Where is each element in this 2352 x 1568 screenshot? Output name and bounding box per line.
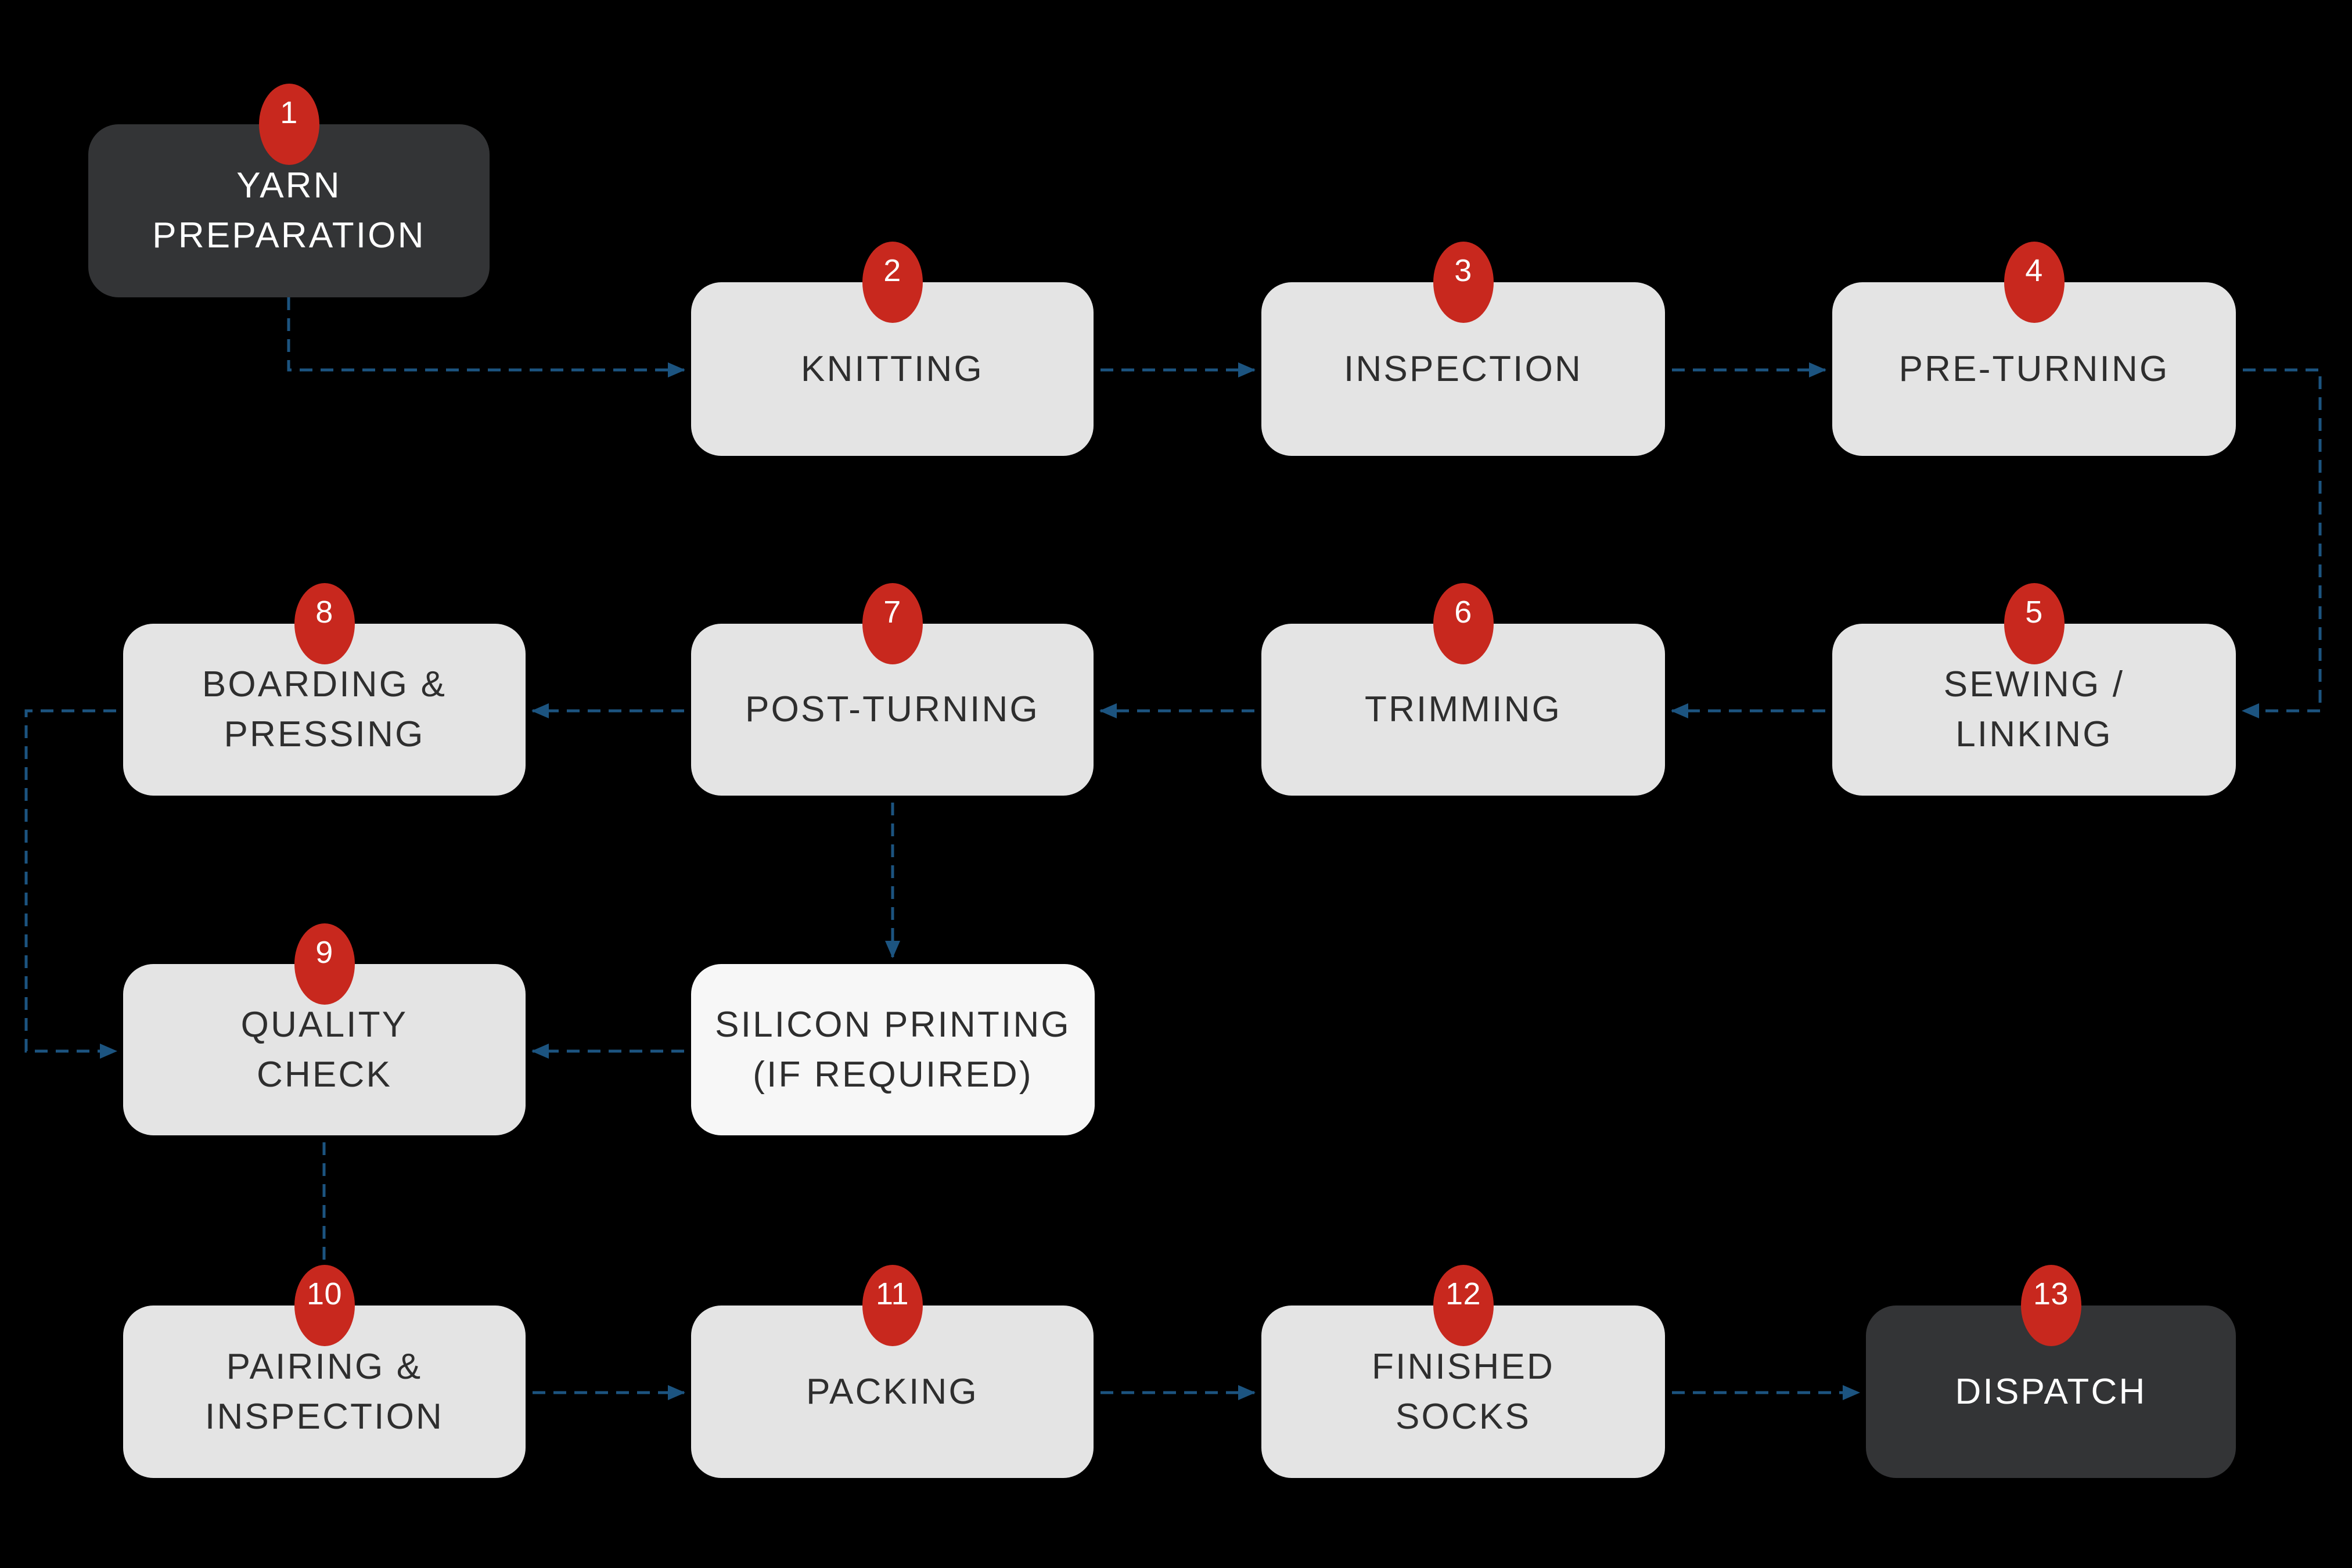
step-number-text: 13	[2033, 1276, 2069, 1311]
step-number-badge-finished-socks: 12	[1433, 1265, 1494, 1346]
step-number-badge-knitting: 2	[862, 242, 923, 323]
process-node-yarn-preparation[interactable]: YARN PREPARATION	[88, 124, 490, 297]
step-number-badge-dispatch: 13	[2020, 1265, 2081, 1346]
process-node-label: FINISHED SOCKS	[1372, 1346, 1555, 1437]
step-number-badge-packing: 11	[862, 1265, 923, 1346]
step-number-text: 8	[315, 595, 333, 630]
process-node-label: PACKING	[806, 1371, 979, 1412]
step-number-badge-yarn-preparation: 1	[258, 84, 319, 165]
connector-yarn-preparation-to-knitting	[287, 297, 686, 377]
process-node-silicon-printing[interactable]: SILICON PRINTING (IF REQUIRED)	[691, 964, 1095, 1135]
step-number-badge-trimming: 6	[1433, 583, 1494, 664]
step-number-badge-sewing-linking: 5	[2004, 583, 2065, 664]
step-number-text: 4	[2025, 253, 2043, 288]
process-node-label: PAIRING & INSPECTION	[205, 1346, 444, 1437]
process-node-label: SILICON PRINTING (IF REQUIRED)	[715, 1004, 1071, 1095]
step-number-text: 10	[306, 1276, 343, 1311]
step-number-text: 7	[883, 595, 901, 630]
process-node-label: PRE-TURNING	[1898, 348, 2170, 389]
process-node-label: INSPECTION	[1344, 348, 1583, 389]
step-number-text: 3	[1454, 253, 1472, 288]
step-number-text: 6	[1454, 595, 1472, 630]
process-node-label: YARN PREPARATION	[152, 166, 426, 256]
step-number-text: 9	[315, 935, 333, 970]
step-number-text: 11	[875, 1276, 909, 1311]
step-number-badge-pre-turning: 4	[2004, 242, 2065, 323]
connector-pre-turning-to-sewing-linking	[2241, 368, 2322, 718]
process-node-label: TRIMMING	[1365, 689, 1562, 730]
process-node-label: DISPATCH	[1955, 1371, 2147, 1412]
step-number-text: 1	[280, 95, 298, 130]
step-number-text: 5	[2025, 595, 2043, 630]
process-node-label: SEWING / LINKING	[1943, 664, 2125, 754]
process-node-label: QUALITY CHECK	[240, 1004, 408, 1095]
step-number-text: 12	[1445, 1276, 1481, 1311]
step-number-badge-boarding-pressing: 8	[294, 583, 355, 664]
process-node-label: BOARDING & PRESSING	[202, 664, 447, 754]
process-node-inspection[interactable]: INSPECTION	[1261, 282, 1665, 456]
step-number-badge-inspection: 3	[1433, 242, 1494, 323]
step-number-badge-quality-check: 9	[294, 923, 355, 1005]
process-node-label: KNITTING	[801, 348, 984, 389]
step-number-badge-post-turning: 7	[862, 583, 923, 664]
connector-boarding-pressing-to-quality-check	[24, 709, 118, 1059]
step-number-badge-pairing-inspection: 10	[294, 1265, 355, 1346]
process-node-label: POST-TURNING	[745, 689, 1040, 730]
step-number-text: 2	[883, 253, 901, 288]
